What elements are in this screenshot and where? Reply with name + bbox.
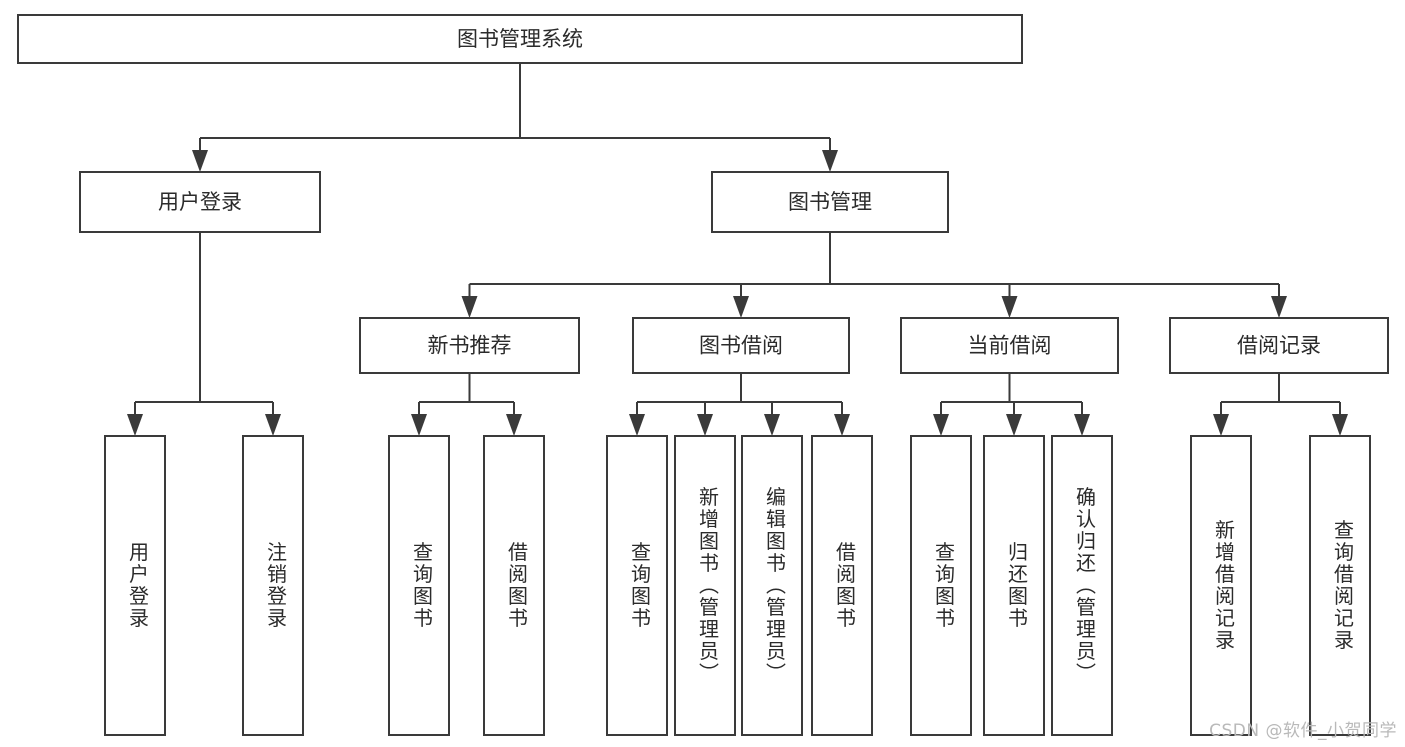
node-box-borrow-record (1168, 316, 1390, 375)
node-box-leaf-borrow-book-1 (482, 434, 546, 737)
arrow-head-icon (764, 414, 780, 436)
node-box-new-book-rec (358, 316, 581, 375)
arrow-head-icon (1213, 414, 1229, 436)
node-box-root (16, 13, 1024, 65)
arrow-head-icon (822, 150, 838, 172)
node-current-borrow[interactable]: 当前借阅 (899, 316, 1120, 375)
node-leaf-borrow-book-2[interactable]: 借阅图书 (810, 434, 874, 737)
node-label-leaf-borrow-book-1: 借阅图书 (505, 541, 529, 629)
arrow-head-icon (127, 414, 143, 436)
node-leaf-user-login[interactable]: 用户登录 (103, 434, 167, 737)
edge-group-book-manage (461, 232, 1287, 318)
arrow-head-icon (834, 414, 850, 436)
arrow-head-icon (1271, 296, 1287, 318)
node-box-leaf-edit-book (740, 434, 804, 737)
node-box-leaf-confirm-return (1050, 434, 1114, 737)
node-box-leaf-return-book (982, 434, 1046, 737)
edge-group-user-login (127, 232, 281, 436)
edge-group-root (192, 63, 838, 172)
node-borrow-record[interactable]: 借阅记录 (1168, 316, 1390, 375)
arrow-head-icon (411, 414, 427, 436)
node-label-leaf-return-book: 归还图书 (1005, 541, 1029, 629)
node-box-book-borrow (631, 316, 851, 375)
edge-group-current-borrow (933, 373, 1090, 436)
arrow-head-icon (1001, 296, 1018, 318)
node-label-leaf-query-record: 查询借阅记录 (1331, 519, 1355, 651)
node-box-leaf-query-book-3 (909, 434, 973, 737)
node-label-root: 图书管理系统 (457, 27, 583, 51)
node-label-book-manage: 图书管理 (788, 190, 872, 214)
arrow-head-icon (1332, 414, 1348, 436)
node-box-book-manage (710, 170, 950, 234)
arrow-head-icon (697, 414, 713, 436)
node-leaf-borrow-book-1[interactable]: 借阅图书 (482, 434, 546, 737)
node-book-manage[interactable]: 图书管理 (710, 170, 950, 234)
node-leaf-confirm-return[interactable]: 确认归还（管理员） (1050, 434, 1114, 737)
arrow-head-icon (461, 296, 478, 318)
node-label-leaf-borrow-book-2: 借阅图书 (833, 541, 857, 629)
node-label-borrow-record: 借阅记录 (1237, 334, 1321, 358)
node-leaf-edit-book[interactable]: 编辑图书（管理员） (740, 434, 804, 737)
node-box-leaf-query-record (1308, 434, 1372, 737)
arrow-head-icon (1006, 414, 1022, 436)
node-new-book-rec[interactable]: 新书推荐 (358, 316, 581, 375)
node-leaf-query-book-1[interactable]: 查询图书 (387, 434, 451, 737)
node-box-leaf-query-book-1 (387, 434, 451, 737)
arrow-head-icon (629, 414, 645, 436)
node-label-current-borrow: 当前借阅 (968, 334, 1052, 358)
node-label-leaf-edit-book: 编辑图书（管理员） (763, 486, 787, 684)
node-leaf-query-book-3[interactable]: 查询图书 (909, 434, 973, 737)
node-label-leaf-user-logout: 注销登录 (264, 541, 288, 629)
node-label-leaf-add-record: 新增借阅记录 (1212, 519, 1236, 651)
node-label-leaf-query-book-2: 查询图书 (628, 541, 652, 629)
arrow-head-icon (192, 150, 208, 172)
node-leaf-user-logout[interactable]: 注销登录 (241, 434, 305, 737)
node-box-leaf-user-logout (241, 434, 305, 737)
node-label-leaf-confirm-return: 确认归还（管理员） (1073, 486, 1097, 684)
node-box-leaf-add-record (1189, 434, 1253, 737)
node-layer: 图书管理系统用户登录图书管理新书推荐图书借阅当前借阅借阅记录用户登录注销登录查询… (16, 13, 1390, 737)
connector-layer (127, 63, 1348, 436)
node-label-book-borrow: 图书借阅 (699, 334, 783, 358)
node-label-leaf-query-book-1: 查询图书 (410, 541, 434, 629)
arrow-head-icon (933, 414, 949, 436)
node-label-leaf-query-book-3: 查询图书 (932, 541, 956, 629)
edge-group-borrow-record (1213, 373, 1348, 436)
node-leaf-query-record[interactable]: 查询借阅记录 (1308, 434, 1372, 737)
node-leaf-add-book[interactable]: 新增图书（管理员） (673, 434, 737, 737)
node-leaf-query-book-2[interactable]: 查询图书 (605, 434, 669, 737)
arrow-head-icon (733, 296, 749, 318)
arrow-head-icon (506, 414, 522, 436)
edge-group-new-book-rec (411, 373, 522, 436)
node-leaf-add-record[interactable]: 新增借阅记录 (1189, 434, 1253, 737)
node-leaf-return-book[interactable]: 归还图书 (982, 434, 1046, 737)
arrow-head-icon (1074, 414, 1090, 436)
node-box-leaf-query-book-2 (605, 434, 669, 737)
node-box-leaf-borrow-book-2 (810, 434, 874, 737)
node-box-leaf-user-login (103, 434, 167, 737)
node-box-current-borrow (899, 316, 1120, 375)
node-user-login[interactable]: 用户登录 (78, 170, 322, 234)
node-root[interactable]: 图书管理系统 (16, 13, 1024, 65)
node-label-new-book-rec: 新书推荐 (428, 334, 512, 358)
node-label-leaf-add-book: 新增图书（管理员） (696, 486, 720, 684)
node-box-leaf-add-book (673, 434, 737, 737)
arrow-head-icon (265, 414, 281, 436)
node-label-leaf-user-login: 用户登录 (126, 542, 150, 630)
node-label-user-login: 用户登录 (158, 190, 242, 214)
edge-group-book-borrow (629, 373, 850, 436)
node-box-user-login (78, 170, 322, 234)
node-book-borrow[interactable]: 图书借阅 (631, 316, 851, 375)
